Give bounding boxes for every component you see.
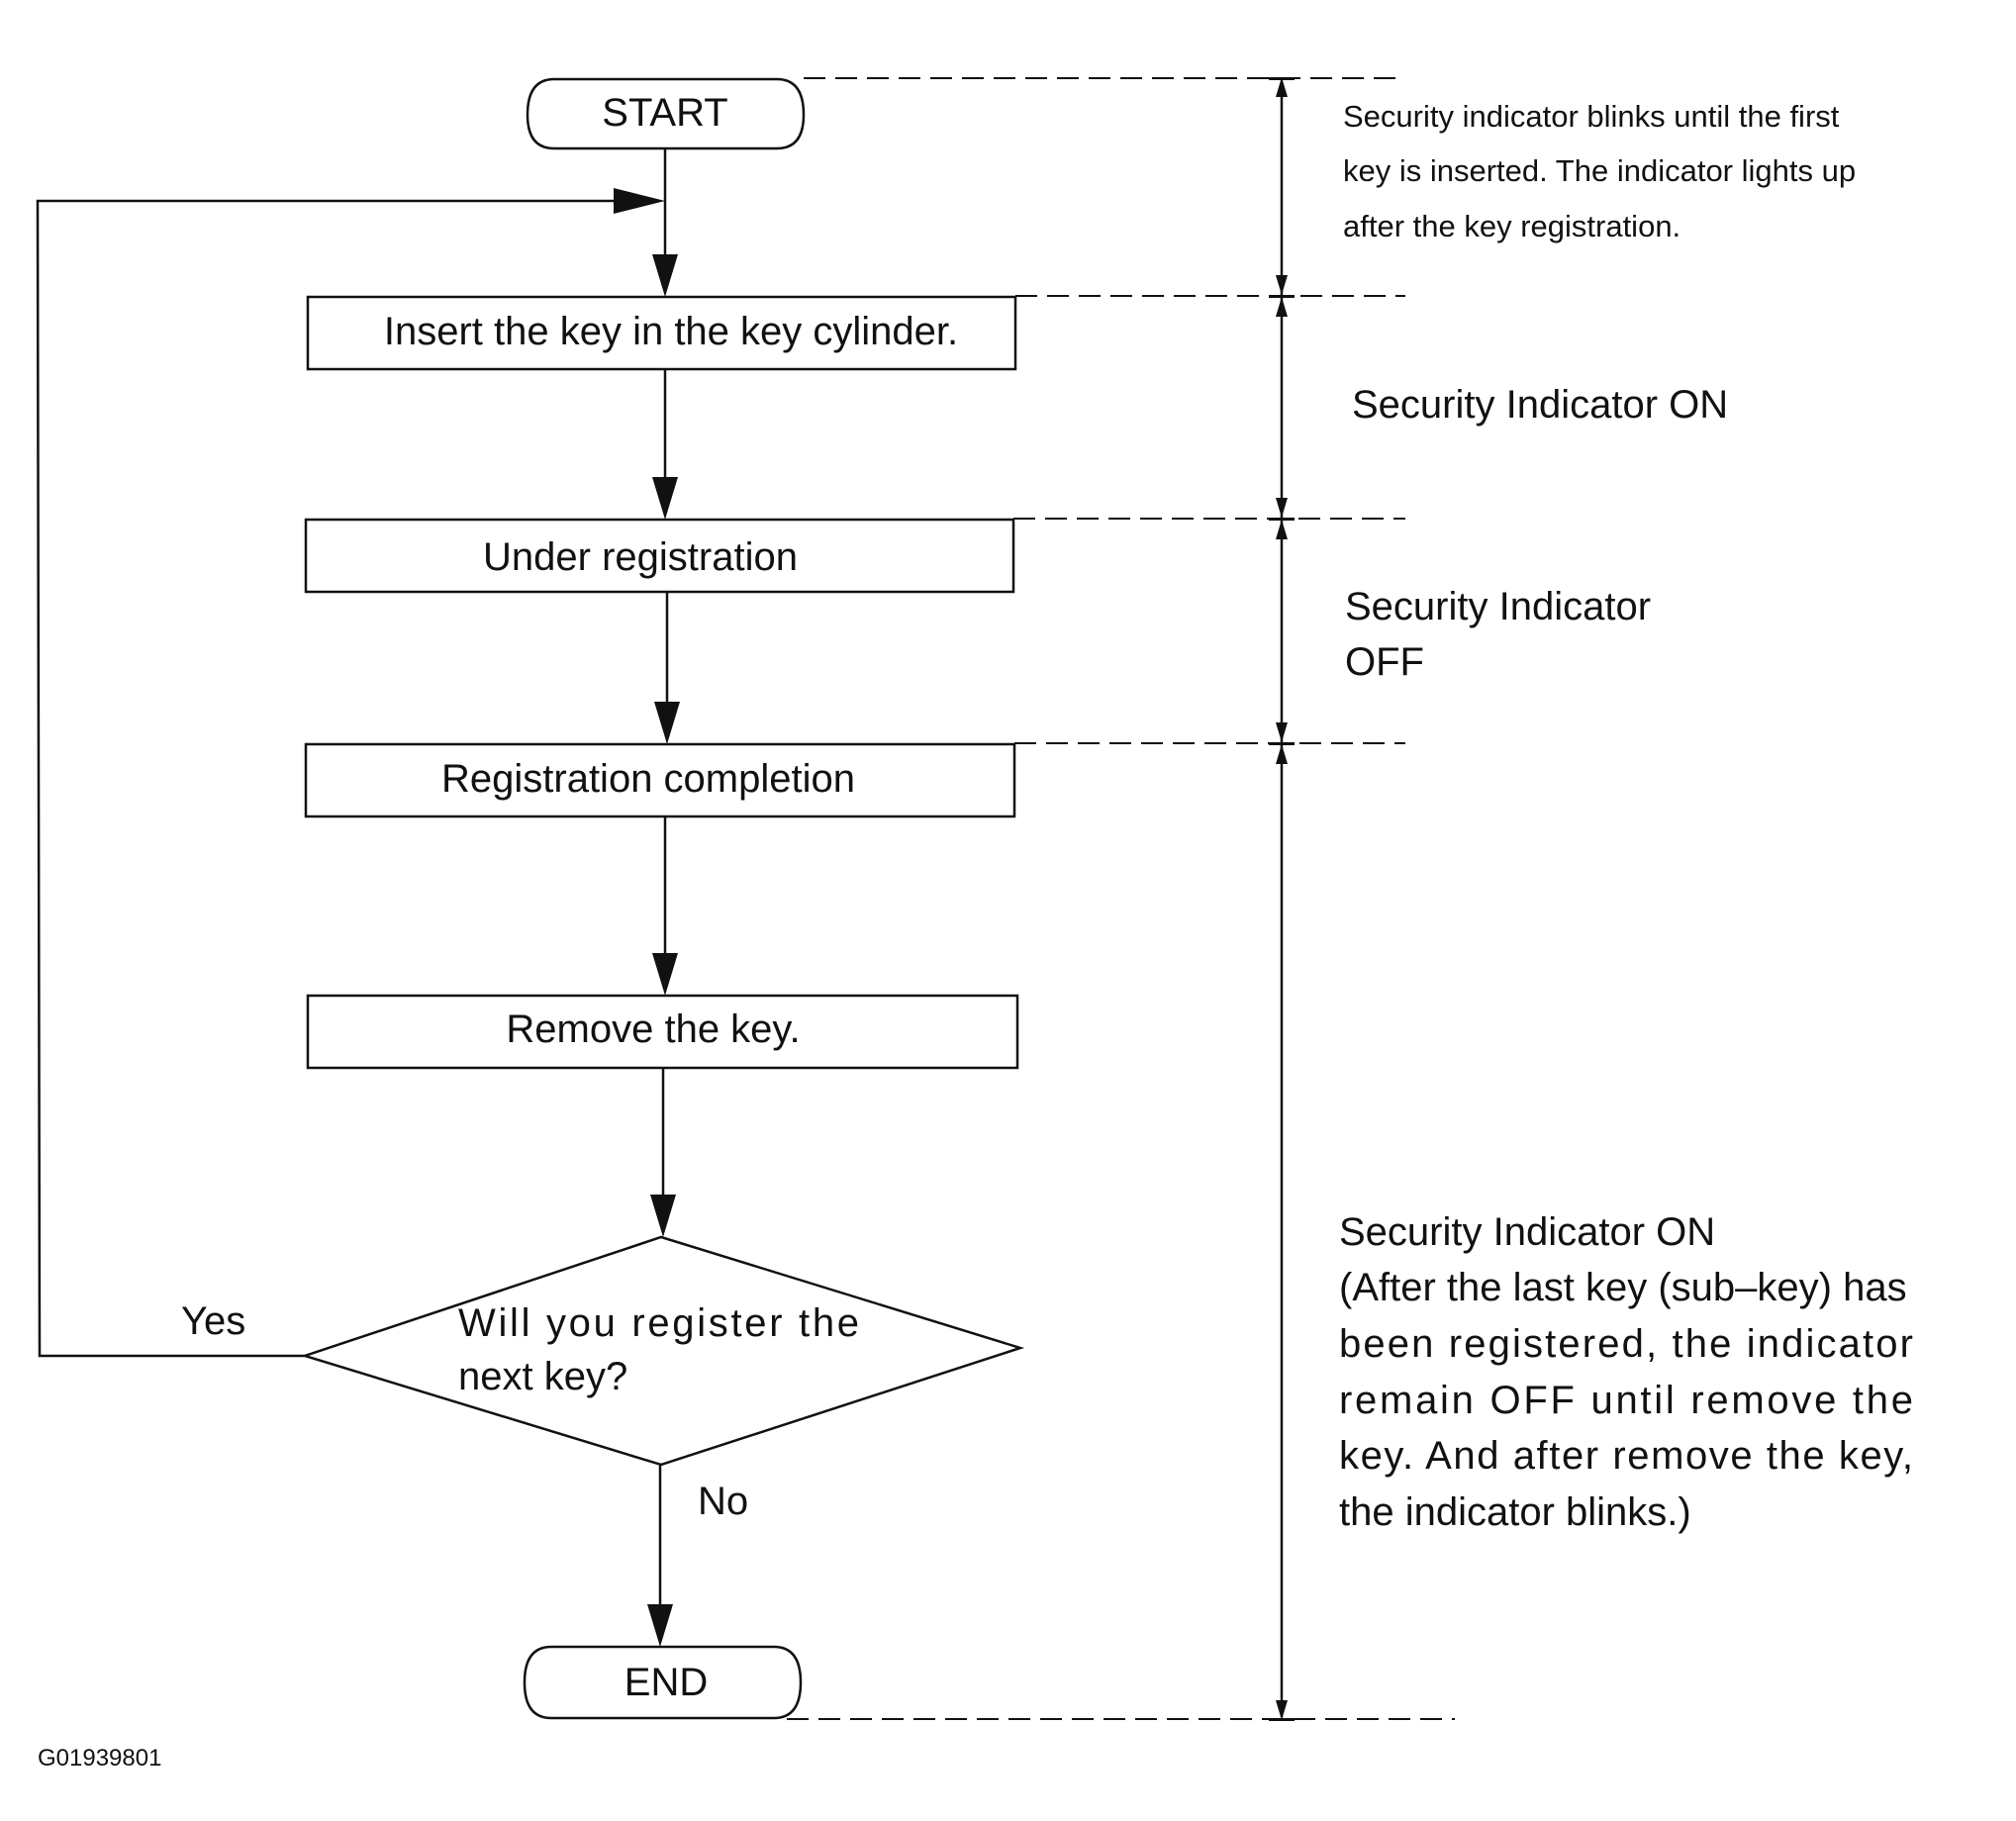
timeline-arrow <box>1276 520 1288 539</box>
timeline-arrow <box>1276 275 1288 295</box>
yes-loop-line <box>36 199 614 1358</box>
phase1-note-line3: after the key registration. <box>1343 209 1680 243</box>
end-terminal <box>523 1645 803 1720</box>
step-box-registration-completion <box>304 742 1016 818</box>
start-terminal <box>526 77 806 150</box>
start-label: START <box>602 91 727 135</box>
phase2-note: Security Indicator ON <box>1352 383 1728 427</box>
arrowhead <box>654 702 680 744</box>
step-label-insert-key: Insert the key in the key cylinder. <box>384 310 958 353</box>
timeline-arrow <box>1276 498 1288 518</box>
decision-label-line2: next key? <box>458 1355 627 1398</box>
arrowhead <box>647 1604 673 1647</box>
step-box-under-registration <box>304 518 1015 594</box>
step-box-insert-key <box>306 295 1017 371</box>
phase4-note-line1: Security Indicator ON <box>1339 1210 1715 1254</box>
arrowhead <box>652 477 678 520</box>
timeline-arrow <box>1276 297 1288 317</box>
decision-label-line1: Will you register the <box>458 1301 859 1345</box>
figure-code: G01939801 <box>38 1745 161 1772</box>
end-label: END <box>624 1661 708 1704</box>
timeline-arrow <box>1276 77 1288 97</box>
no-label: No <box>698 1480 748 1523</box>
phase1-note-line2: key is inserted. The indicator lights up <box>1343 153 1856 188</box>
decision-diamond <box>300 1235 1025 1467</box>
timeline-arrow <box>1276 744 1288 764</box>
phase4-note-line4: remain OFF until remove the <box>1339 1379 1913 1422</box>
timeline-arrow <box>1276 722 1288 742</box>
phase1-note-line1: Security indicator blinks until the firs… <box>1343 99 1840 134</box>
phase4-note-line2: (After the last key (sub–key) has <box>1339 1266 1907 1309</box>
step-label-under-registration: Under registration <box>483 535 798 579</box>
phase4-note-line3: been registered, the indicator <box>1339 1322 1913 1366</box>
arrowhead <box>652 254 678 297</box>
arrowhead <box>650 1195 676 1237</box>
phase4-note-line5: key. And after remove the key, <box>1339 1434 1913 1478</box>
step-label-registration-completion: Registration completion <box>441 757 855 801</box>
yes-label: Yes <box>181 1299 245 1343</box>
phase3-note-line1: Security Indicator <box>1345 585 1651 628</box>
arrowhead <box>614 188 665 214</box>
phase4-note-line6: the indicator blinks.) <box>1339 1490 1691 1534</box>
step-label-remove-key: Remove the key. <box>506 1007 800 1051</box>
arrowhead <box>652 953 678 996</box>
timeline-arrow <box>1276 1700 1288 1720</box>
phase3-note-line2: OFF <box>1345 640 1424 684</box>
